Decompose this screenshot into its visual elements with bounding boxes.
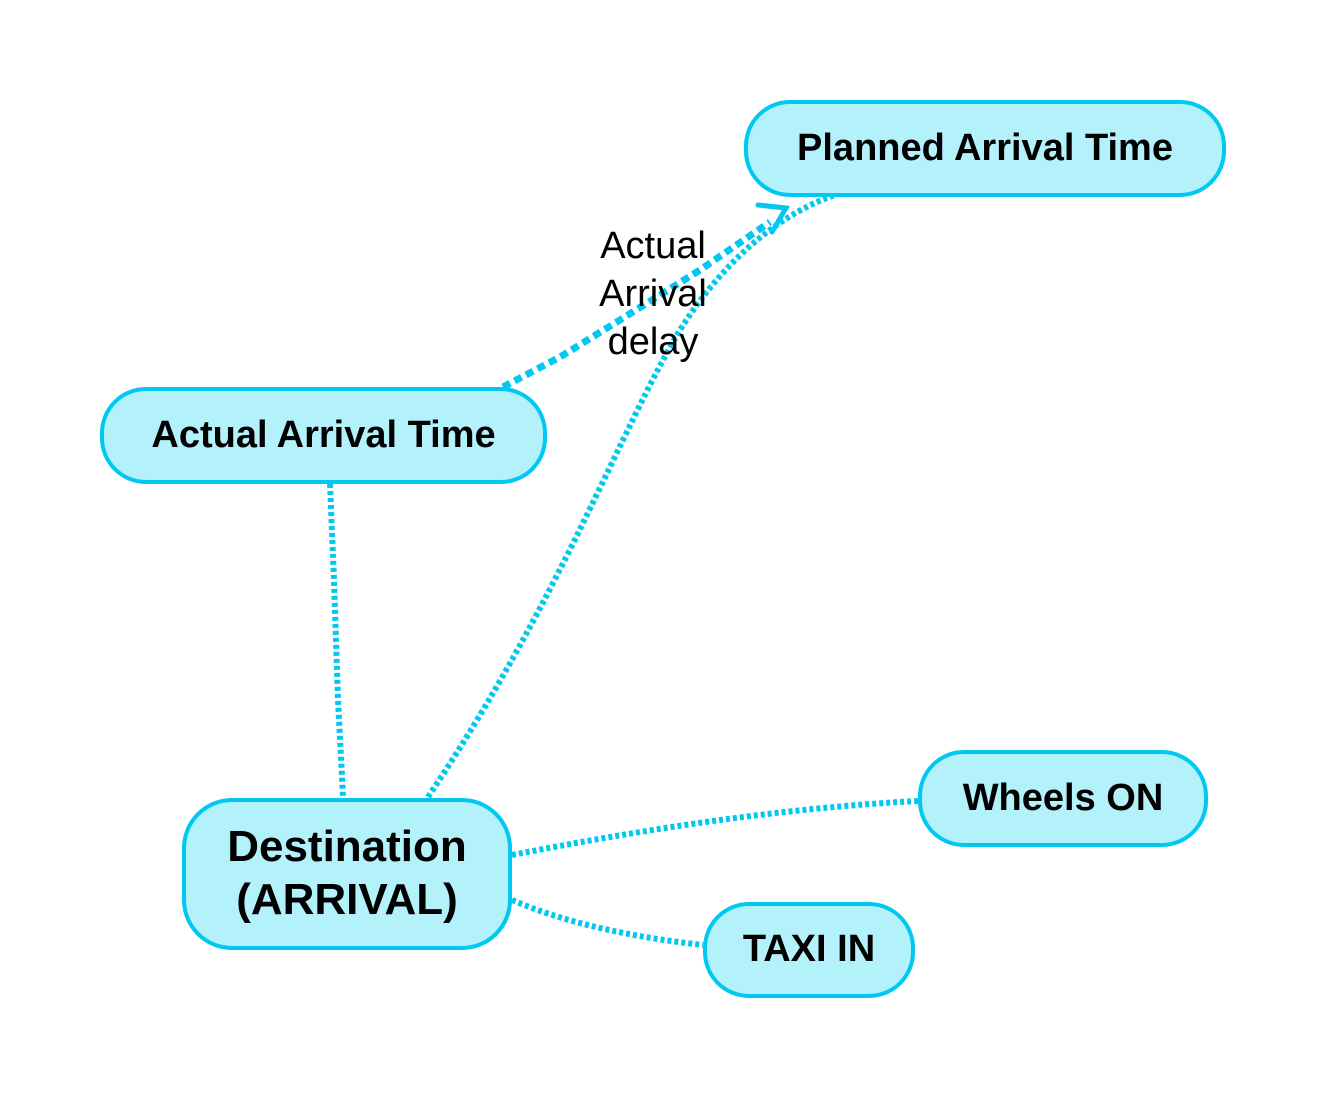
node-label-line1: Destination	[227, 822, 467, 872]
node-planned-arrival-time[interactable]: Planned Arrival Time	[744, 100, 1226, 197]
node-label: TAXI IN	[742, 928, 876, 971]
node-wheels-on[interactable]: Wheels ON	[918, 750, 1208, 847]
node-destination-arrival[interactable]: Destination (ARRIVAL)	[182, 798, 512, 950]
node-taxi-in[interactable]: TAXI IN	[703, 902, 915, 998]
edge-label-line: Actual	[600, 225, 706, 267]
edge-destination-to-planned	[425, 192, 836, 799]
node-actual-arrival-time[interactable]: Actual Arrival Time	[100, 387, 547, 484]
edge-label-line: Arrival	[599, 273, 707, 315]
node-label-line2: (ARRIVAL)	[236, 875, 458, 924]
node-label: Planned Arrival Time	[797, 126, 1173, 169]
edge-label-line: delay	[607, 321, 699, 363]
edge-destination-to-taxi	[510, 897, 704, 948]
edge-destination-to-wheels	[511, 798, 919, 858]
node-label: Wheels ON	[962, 776, 1164, 819]
edge-label-actual-arrival-delay: Actual Arrival delay	[583, 222, 723, 366]
node-label: Actual Arrival Time	[151, 413, 496, 456]
edge-actual-to-destination	[327, 483, 346, 797]
edge-actual-to-planned	[501, 219, 772, 391]
edge-arrowhead	[755, 202, 791, 235]
